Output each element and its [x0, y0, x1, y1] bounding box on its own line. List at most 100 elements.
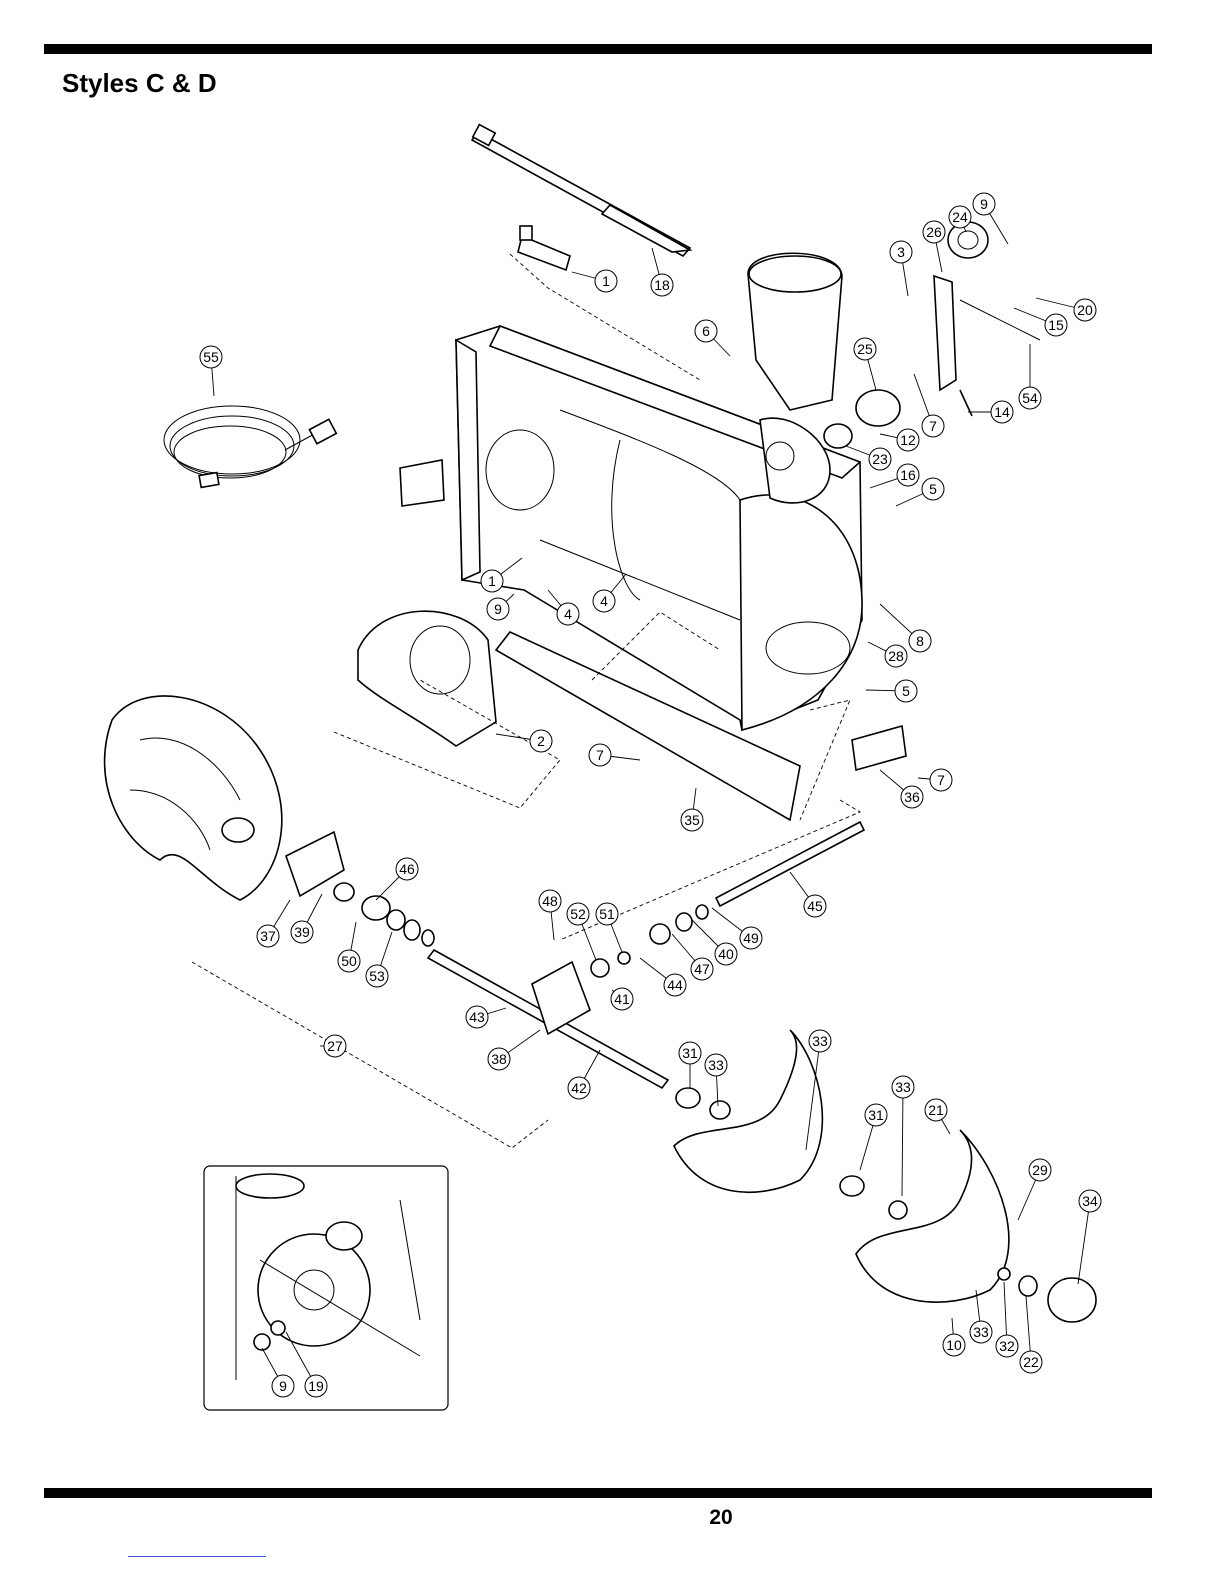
callout-7: 7: [589, 744, 640, 766]
callout-label: 12: [900, 432, 916, 448]
callout-29: 29: [1018, 1159, 1051, 1220]
callout-label: 2: [537, 733, 545, 749]
callout-21: 21: [925, 1099, 950, 1134]
callout-label: 33: [973, 1324, 989, 1340]
skid-shoe-left: [400, 460, 444, 506]
callout-31: 31: [679, 1042, 701, 1088]
callout-33: 33: [970, 1290, 992, 1343]
callout-label: 35: [684, 812, 700, 828]
callout-label: 5: [902, 683, 910, 699]
callout-label: 28: [888, 648, 904, 664]
callout-44: 44: [640, 958, 686, 996]
callout-label: 24: [952, 209, 968, 225]
callout-label: 22: [1023, 1354, 1039, 1370]
callout-label: 51: [599, 906, 615, 922]
footer-link-underline: [128, 1556, 266, 1557]
callout-label: 33: [895, 1079, 911, 1095]
callout-label: 47: [694, 961, 710, 977]
power-cord: [164, 406, 336, 487]
callout-53: 53: [366, 932, 392, 987]
skid-shoe-right: [852, 726, 906, 770]
callout-18: 18: [651, 248, 673, 296]
callout-label: 31: [682, 1045, 698, 1061]
callout-49: 49: [712, 908, 762, 949]
callout-41: 41: [611, 988, 633, 1010]
callout-label: 14: [994, 404, 1010, 420]
callout-46: 46: [376, 858, 418, 900]
callout-51: 51: [596, 903, 622, 952]
callout-label: 5: [929, 481, 937, 497]
callout-8: 8: [880, 604, 931, 652]
callout-50: 50: [338, 922, 360, 972]
callout-label: 50: [341, 953, 357, 969]
callout-label: 26: [926, 224, 942, 240]
callout-label: 18: [654, 277, 670, 293]
chute-crank-rod: [472, 125, 690, 256]
callout-31: 31: [860, 1104, 887, 1170]
callout-label: 37: [260, 928, 276, 944]
callout-label: 9: [980, 196, 988, 212]
callout-label: 27: [327, 1038, 343, 1054]
callout-label: 4: [564, 606, 572, 622]
callout-38: 38: [488, 1030, 540, 1070]
callout-22: 22: [1020, 1296, 1042, 1373]
callout-label: 10: [946, 1337, 962, 1353]
impeller-housing: [358, 611, 496, 746]
callout-label: 42: [571, 1080, 587, 1096]
callout-37: 37: [257, 900, 290, 947]
callout-20: 20: [1036, 298, 1096, 321]
callout-label: 7: [929, 418, 937, 434]
callout-label: 21: [928, 1102, 944, 1118]
callout-label: 25: [857, 341, 873, 357]
callout-3: 3: [890, 241, 912, 296]
callout-label: 23: [872, 451, 888, 467]
callout-label: 6: [702, 323, 710, 339]
callout-label: 34: [1082, 1193, 1098, 1209]
auger-left: [105, 696, 282, 900]
callout-33: 33: [892, 1076, 914, 1196]
callout-label: 31: [868, 1107, 884, 1123]
callout-14: 14: [968, 401, 1013, 423]
callout-52: 52: [567, 903, 596, 960]
callout-label: 48: [542, 893, 558, 909]
callout-2: 2: [496, 730, 552, 752]
callout-label: 7: [937, 772, 945, 788]
callout-label: 38: [491, 1051, 507, 1067]
callout-label: 53: [369, 968, 385, 984]
callout-label: 29: [1032, 1162, 1048, 1178]
callout-label: 1: [602, 273, 610, 289]
callout-6: 6: [695, 320, 730, 356]
callout-label: 8: [916, 633, 924, 649]
inset-detail: [204, 1166, 448, 1410]
callout-label: 43: [469, 1009, 485, 1025]
chute-bracket: [518, 226, 570, 270]
callout-label: 9: [279, 1378, 287, 1394]
callout-55: 55: [200, 346, 222, 396]
callout-10: 10: [943, 1318, 965, 1356]
callout-label: 33: [708, 1057, 724, 1073]
callout-label: 15: [1048, 317, 1064, 333]
callout-27: 27: [320, 1035, 346, 1057]
callout-9: 9: [487, 594, 514, 620]
callout-label: 41: [614, 991, 630, 1007]
callout-label: 9: [494, 601, 502, 617]
callout-7: 7: [918, 769, 952, 791]
callout-32: 32: [996, 1282, 1018, 1357]
callout-36: 36: [880, 770, 923, 808]
callout-label: 52: [570, 906, 586, 922]
page-number: 20: [0, 1506, 1224, 1530]
callout-12: 12: [880, 429, 919, 451]
callout-label: 1: [488, 573, 496, 589]
callout-label: 16: [900, 467, 916, 483]
callout-54: 54: [1019, 344, 1041, 409]
callout-label: 49: [743, 930, 759, 946]
callout-15: 15: [1014, 308, 1067, 336]
callout-label: 54: [1022, 390, 1038, 406]
callout-48: 48: [539, 890, 561, 940]
callout-label: 40: [718, 946, 734, 962]
callout-label: 45: [807, 898, 823, 914]
callout-label: 46: [399, 861, 415, 877]
callout-5: 5: [866, 680, 917, 702]
callout-34: 34: [1078, 1190, 1101, 1284]
